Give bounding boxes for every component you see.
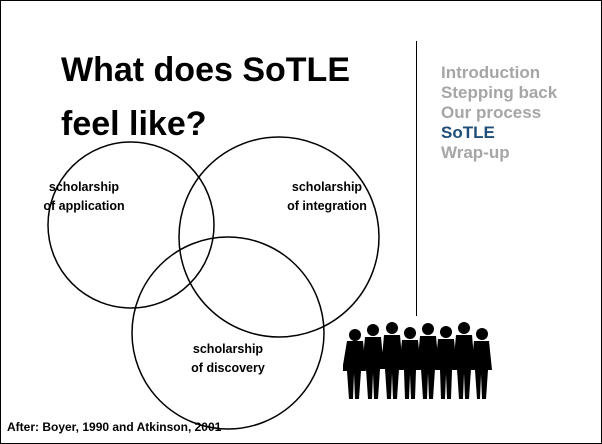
nav-item-stepping-back[interactable]: Stepping back <box>441 83 558 102</box>
label-discovery-line1: scholarship <box>193 342 264 356</box>
label-integration-line1: scholarship <box>292 180 363 194</box>
venn-circle-discovery <box>131 236 325 430</box>
venn-circle-integration <box>178 136 380 338</box>
venn-circle-application <box>47 141 215 309</box>
nav-item-our-process[interactable]: Our process <box>441 103 542 122</box>
section-nav: Introduction Stepping back Our process S… <box>441 63 557 163</box>
venn-labels: scholarship of application scholarship o… <box>43 180 367 375</box>
label-application-line2: of application <box>43 199 124 213</box>
vertical-divider <box>416 41 417 316</box>
nav-item-introduction[interactable]: Introduction <box>441 63 541 82</box>
label-discovery-line2: of discovery <box>191 361 265 375</box>
slide-title: What does SoTLE feel like? <box>61 51 350 143</box>
label-application-line1: scholarship <box>49 180 120 194</box>
citation: After: Boyer, 1990 and Atkinson, 2001 <box>7 420 222 434</box>
label-integration-line2: of integration <box>287 199 367 213</box>
people-silhouettes-icon <box>343 322 492 399</box>
nav-item-sotle[interactable]: SoTLE <box>441 123 495 142</box>
nav-item-wrap-up[interactable]: Wrap-up <box>441 143 510 162</box>
